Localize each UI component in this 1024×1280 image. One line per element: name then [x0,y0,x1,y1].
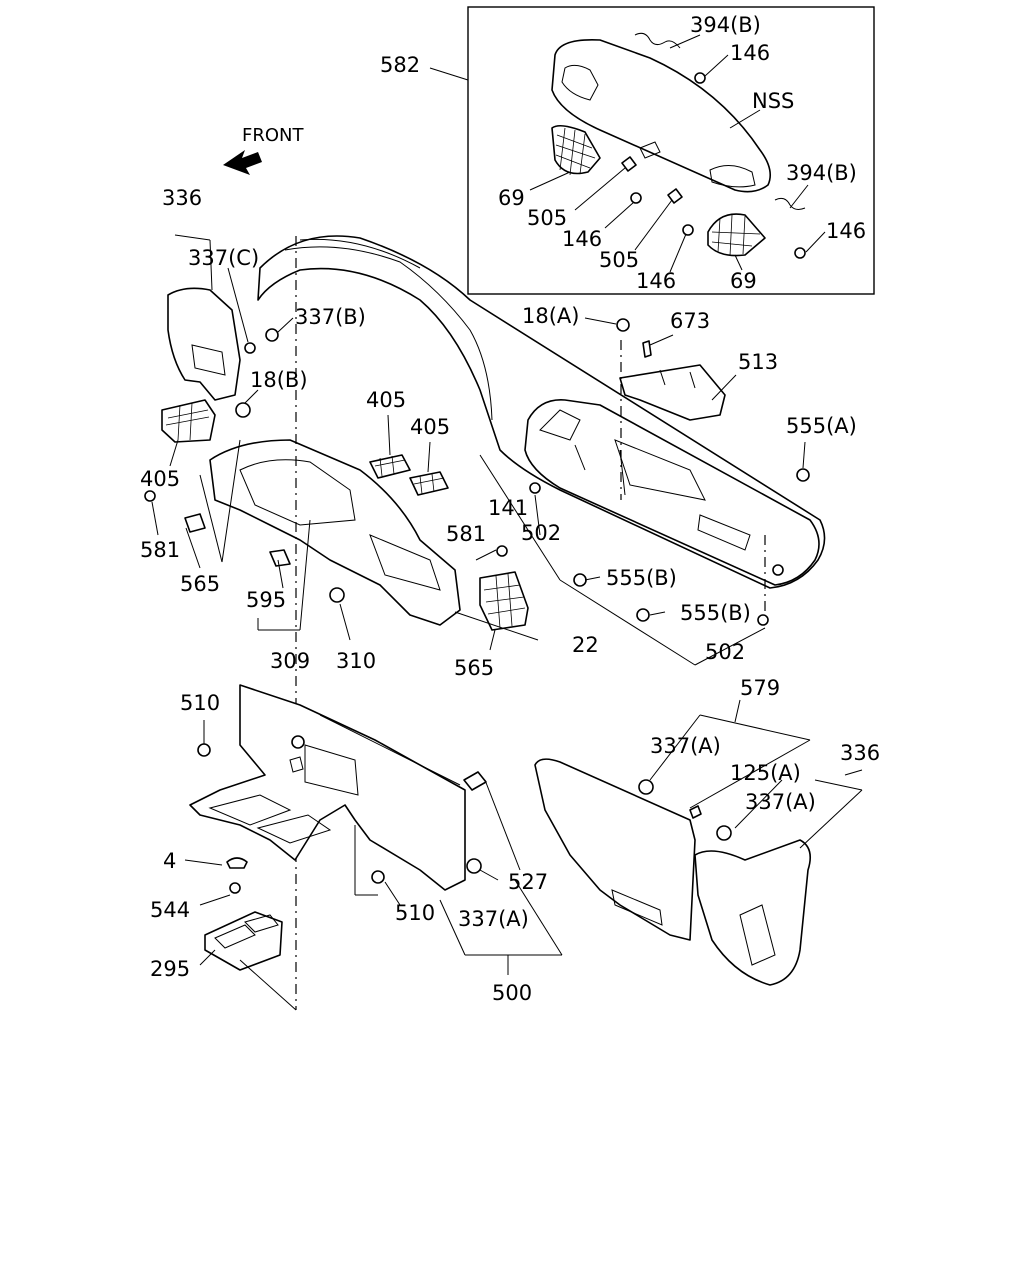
label-595: 595 [246,588,286,612]
label-69-1: 69 [498,186,525,210]
label-337a-1: 337(A) [650,734,721,758]
label-18a: 18(A) [522,304,579,328]
label-510-1: 510 [180,691,220,715]
label-582: 582 [380,53,420,77]
bracket-513 [619,340,726,421]
fasteners-main [144,318,810,626]
fasteners-lower [197,743,732,894]
label-405-1: 405 [366,388,406,412]
label-4: 4 [163,849,176,873]
lower-console-500 [189,684,466,891]
label-405-2: 405 [410,415,450,439]
label-141: 141 [488,496,528,520]
side-cover-right-336 [694,839,811,986]
inset-frame [467,6,875,295]
callout-labels: FRONT 582 394(B) 146 NSS 394(B) 146 69 5… [140,13,880,1005]
label-337b: 337(B) [295,305,366,329]
label-500: 500 [492,981,532,1005]
label-502-1: 502 [521,521,561,545]
label-555b-2: 555(B) [680,601,751,625]
label-336-1: 336 [162,186,202,210]
switch-panel-565-right [479,571,529,631]
label-565-2: 565 [454,656,494,680]
label-405-3: 405 [140,467,180,491]
label-505-2: 505 [599,248,639,272]
label-337c: 337(C) [188,246,259,270]
label-555b-1: 555(B) [606,566,677,590]
label-146-3: 146 [562,227,602,251]
inset-vent-right [707,213,766,257]
label-673: 673 [670,309,710,333]
label-337a-3: 337(A) [458,907,529,931]
label-544: 544 [150,898,190,922]
label-nss: NSS [752,89,794,113]
label-581-1: 581 [446,522,486,546]
label-295: 295 [150,957,190,981]
label-146-2: 146 [826,219,866,243]
label-146-4: 146 [636,269,676,293]
label-513: 513 [738,350,778,374]
label-394b-1: 394(B) [690,13,761,37]
label-394b-2: 394(B) [786,161,857,185]
label-337a-2: 337(A) [745,790,816,814]
label-69-2: 69 [730,269,757,293]
vent-405-left [161,399,216,443]
label-505-1: 505 [527,206,567,230]
front-label: FRONT [242,125,304,146]
label-18b: 18(B) [250,368,308,392]
inset-glovebox-lid [551,38,771,193]
glovebox-579 [534,758,696,941]
label-22: 22 [572,633,599,657]
switch-panel-565-left [184,513,206,533]
tray-295 [204,911,283,971]
label-527: 527 [508,870,548,894]
label-310: 310 [336,649,376,673]
label-565-1: 565 [180,572,220,596]
side-cover-left-336 [167,287,241,401]
inset-clips [621,32,806,259]
cluster-housing-309 [209,439,461,626]
vents-405-center [369,454,449,496]
label-555a: 555(A) [786,414,857,438]
label-579: 579 [740,676,780,700]
label-510-2: 510 [395,901,435,925]
label-309: 309 [270,649,310,673]
label-336-2: 336 [840,741,880,765]
leader-lines-lower [184,699,863,1011]
label-502-2: 502 [705,640,745,664]
inset-vent-left [551,124,601,176]
label-125a: 125(A) [730,761,801,785]
label-581-2: 581 [140,538,180,562]
leader-lines-main [151,234,806,666]
label-146-1: 146 [730,41,770,65]
inset-leader-lines [429,34,826,273]
front-arrow-icon [223,150,262,175]
